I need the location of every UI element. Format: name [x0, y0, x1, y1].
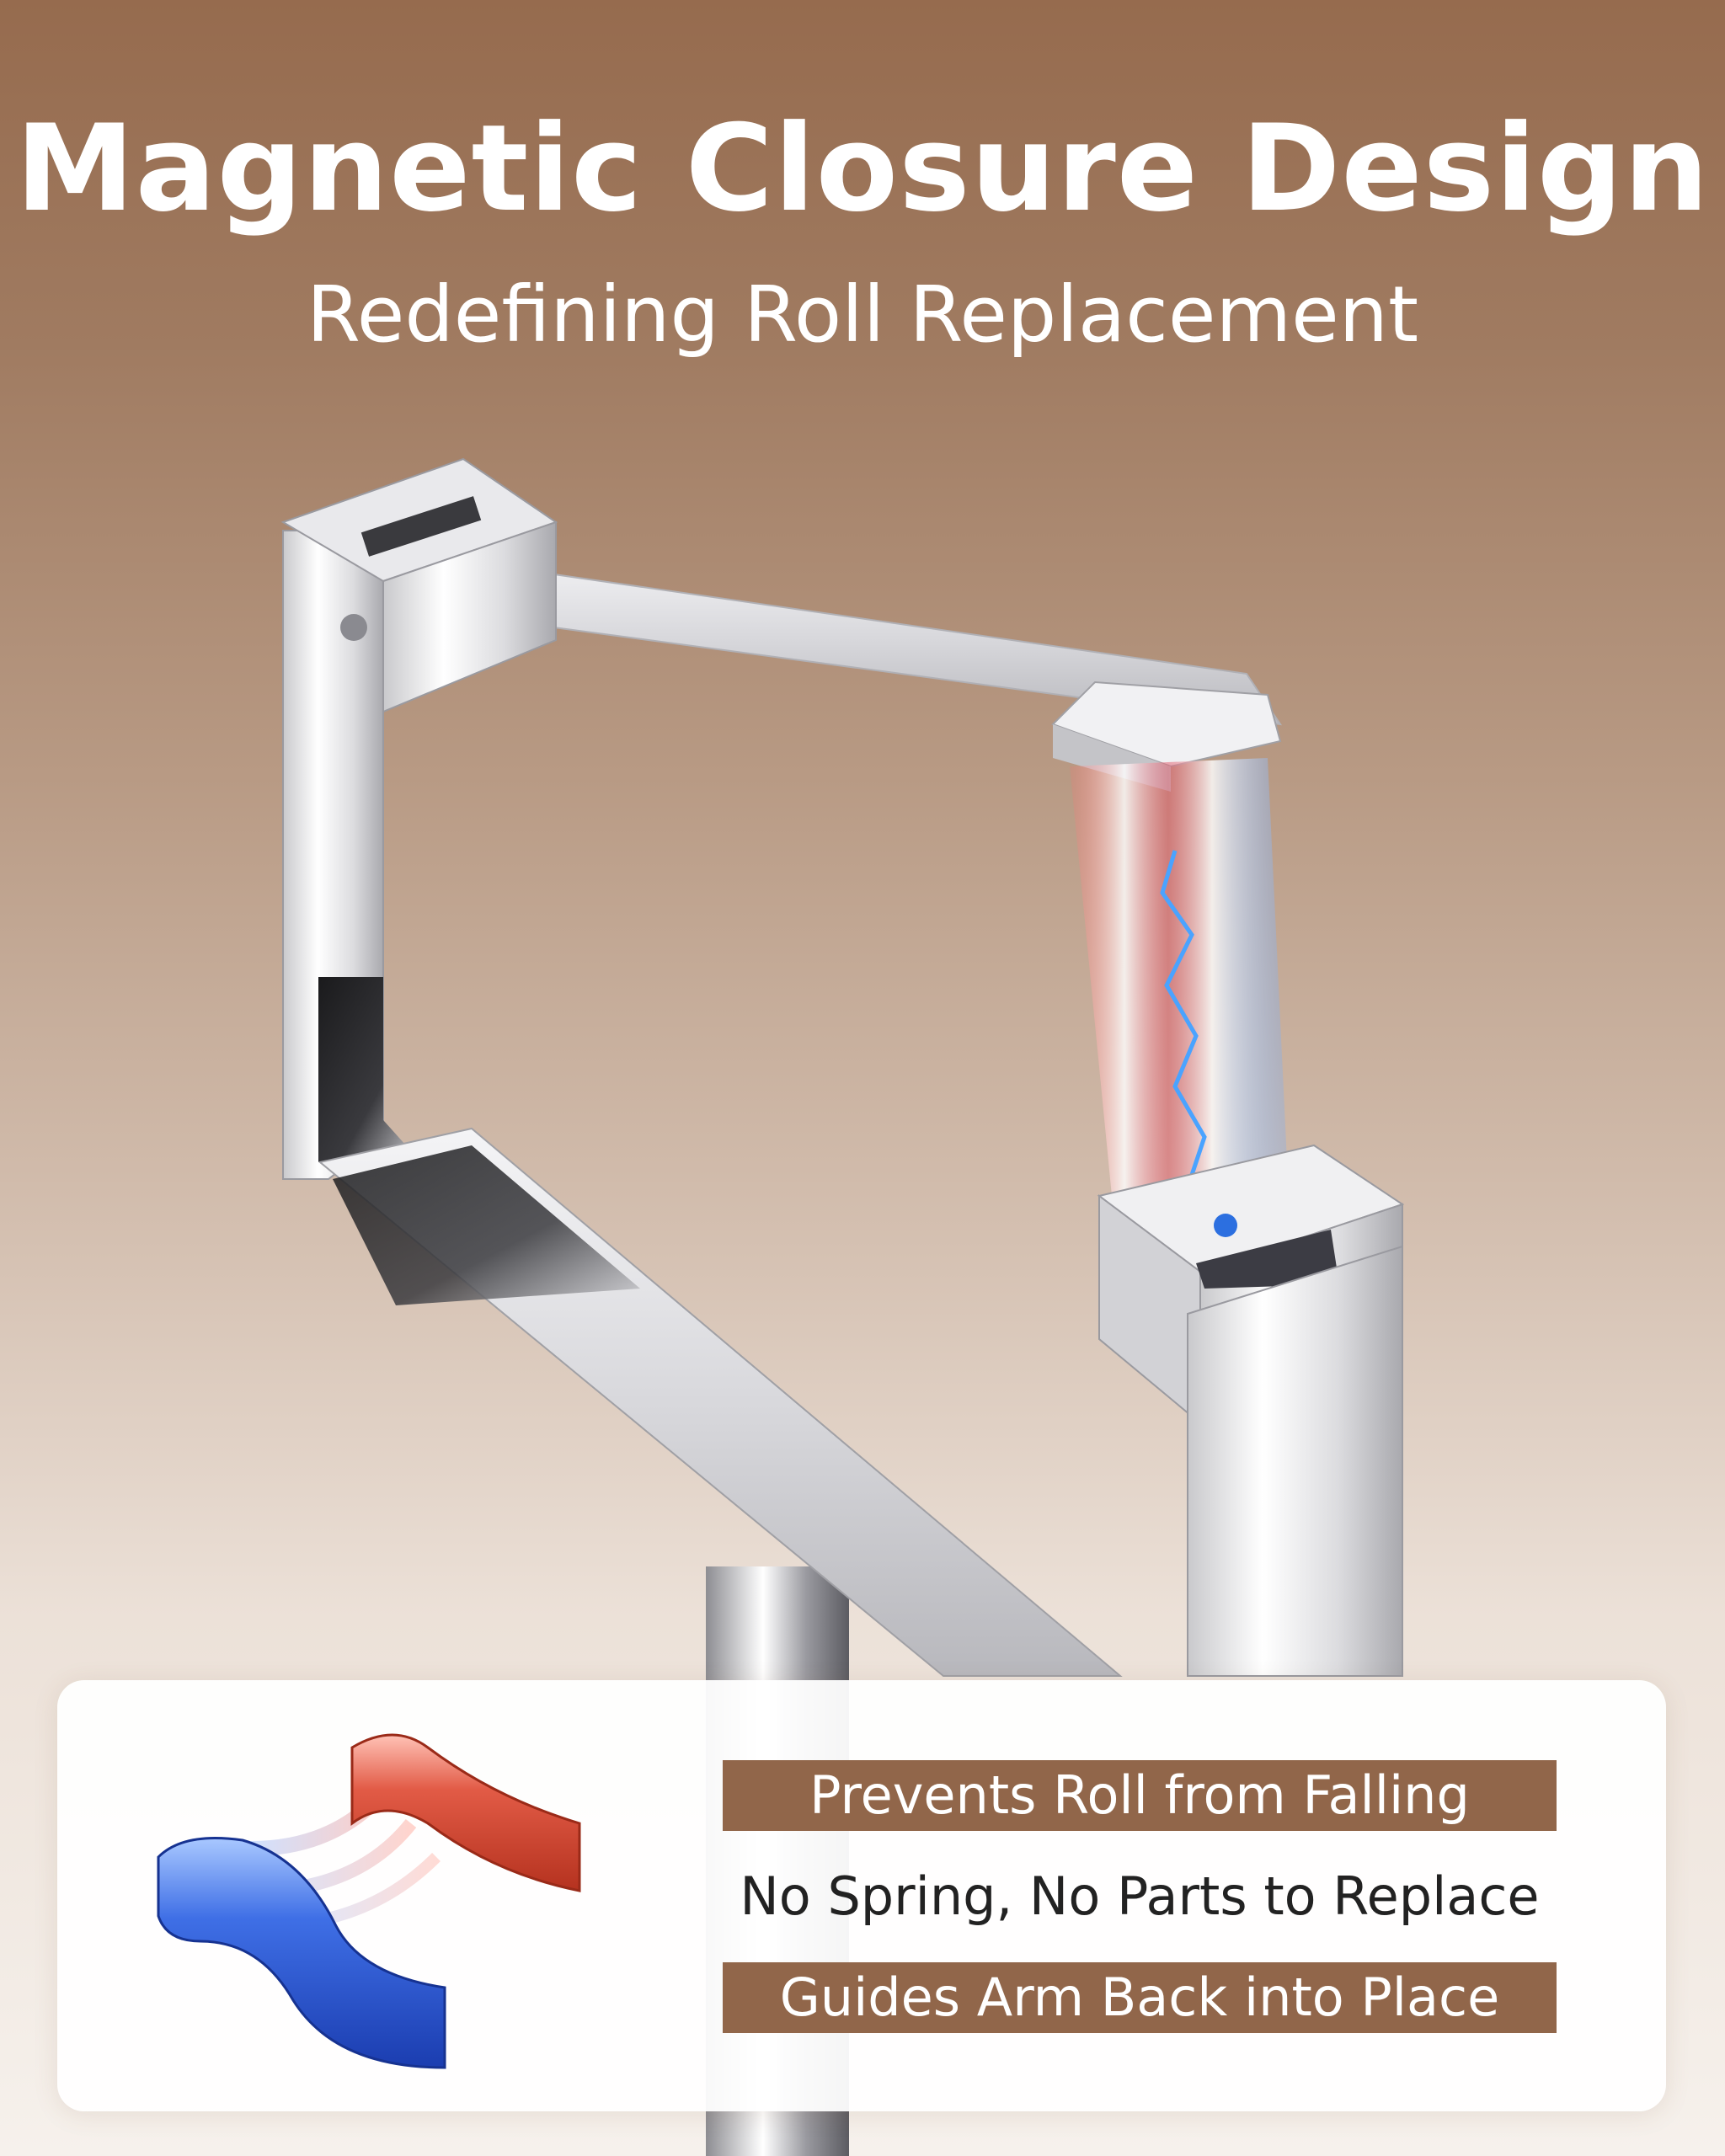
page-title: Magnetic Closure Design [15, 99, 1710, 238]
feature-guides-arm-back: Guides Arm Back into Place [723, 1962, 1557, 2033]
page-subtitle: Redefining Roll Replacement [306, 270, 1419, 360]
feature-list: Prevents Roll from Falling No Spring, No… [723, 1760, 1557, 2063]
magnet-pair-illustration [157, 1733, 581, 2069]
feature-no-spring: No Spring, No Parts to Replace [740, 1865, 1540, 1927]
feature-prevents-roll-falling: Prevents Roll from Falling [723, 1760, 1557, 1831]
feature-card: Prevents Roll from Falling No Spring, No… [57, 1680, 1666, 2111]
